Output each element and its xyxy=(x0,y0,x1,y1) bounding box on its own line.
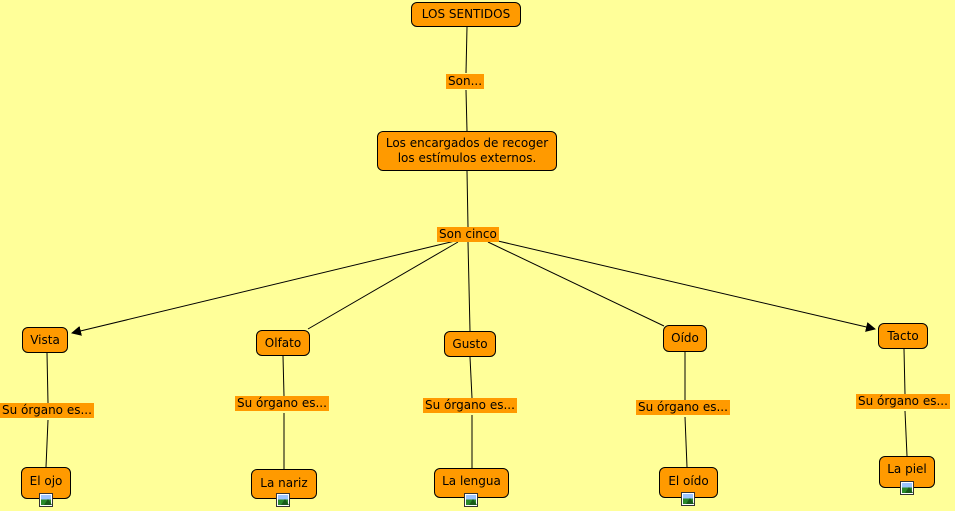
line-to-gusto xyxy=(467,241,471,332)
node-el-oido[interactable]: El oído xyxy=(659,467,718,498)
line-son-definition xyxy=(465,89,468,132)
arrow-to-vista xyxy=(71,240,456,336)
link-label-organo-vista[interactable]: Su órgano es... xyxy=(0,403,94,418)
line-olfato-organo xyxy=(282,355,285,397)
node-oido[interactable]: Oído xyxy=(663,325,707,352)
node-definition[interactable]: Los encargados de recoger los estímulos … xyxy=(377,131,557,171)
link-label-son-cinco[interactable]: Son cinco xyxy=(437,227,499,242)
line-tacto-organo xyxy=(903,348,906,395)
line-to-oido xyxy=(487,241,665,327)
line-definition-soncinco xyxy=(466,170,469,228)
line-organo-oido xyxy=(684,416,688,468)
node-los-sentidos[interactable]: LOS SENTIDOS xyxy=(411,2,521,27)
link-label-son[interactable]: Son... xyxy=(446,74,485,89)
link-label-organo-oido[interactable]: Su órgano es... xyxy=(636,400,730,415)
line-vista-organo xyxy=(46,352,49,404)
line-organo-piel xyxy=(904,410,908,457)
link-label-organo-tacto[interactable]: Su órgano es... xyxy=(856,394,950,409)
line-organo-ojo xyxy=(45,419,49,468)
image-resource-icon[interactable] xyxy=(276,493,290,507)
image-resource-icon[interactable] xyxy=(900,481,914,495)
image-resource-icon[interactable] xyxy=(681,492,695,506)
node-vista[interactable]: Vista xyxy=(22,327,68,353)
node-la-lengua[interactable]: La lengua xyxy=(434,468,509,498)
arrow-to-tacto xyxy=(497,240,876,332)
line-to-olfato xyxy=(307,241,459,330)
line-root-son xyxy=(465,26,468,74)
node-gusto[interactable]: Gusto xyxy=(444,331,496,357)
link-label-organo-olfato[interactable]: Su órgano es... xyxy=(235,396,329,411)
image-resource-icon[interactable] xyxy=(39,493,53,507)
node-olfato[interactable]: Olfato xyxy=(256,330,310,356)
image-resource-icon[interactable] xyxy=(464,493,478,507)
line-gusto-organo xyxy=(469,356,473,399)
link-label-organo-gusto[interactable]: Su órgano es... xyxy=(423,398,517,413)
node-tacto[interactable]: Tacto xyxy=(878,323,928,349)
